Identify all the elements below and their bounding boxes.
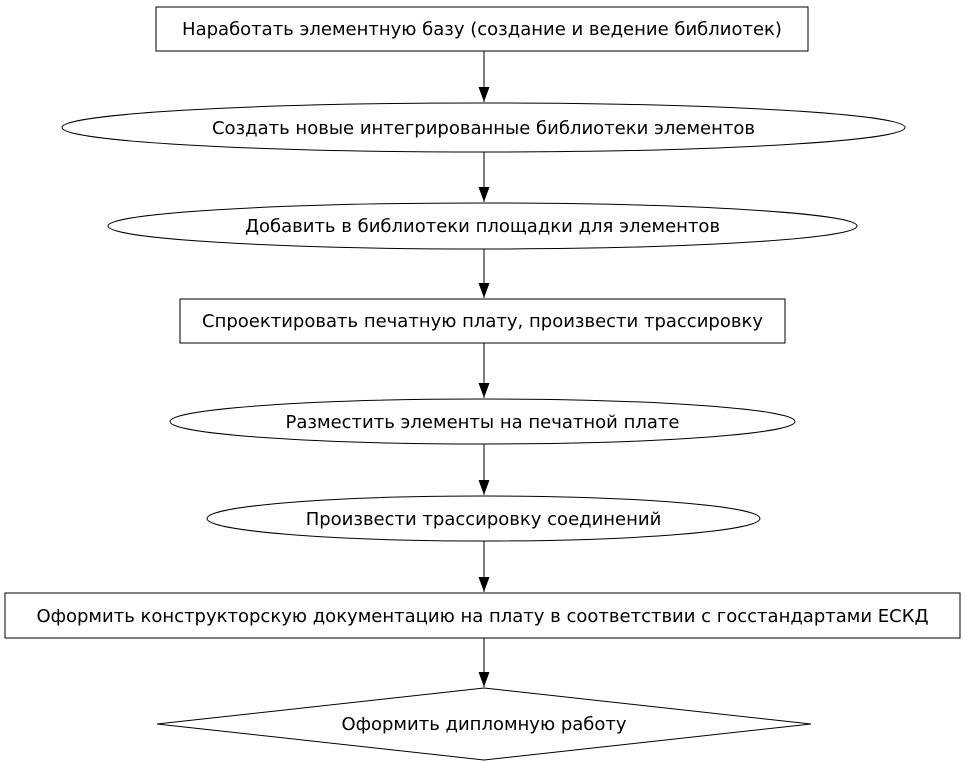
ellipse-shape: [107, 202, 858, 250]
node-complete-thesis: Оформить дипломную работу: [156, 687, 812, 761]
rectangle-shape: [155, 6, 809, 52]
node-place-elements: Разместить элементы на печатной плате: [169, 398, 796, 445]
node-label: Спроектировать печатную плату, произвест…: [202, 311, 763, 332]
node-label: Разместить элементы на печатной плате: [286, 412, 680, 433]
rectangle-shape: [4, 592, 961, 639]
diamond-shape: [156, 687, 812, 761]
node-elaborate-element-base: Наработать элементную базу (создание и в…: [155, 6, 809, 52]
node-label: Оформить конструкторскую документацию на…: [36, 606, 928, 627]
node-label: Оформить дипломную работу: [341, 714, 626, 735]
node-create-libraries: Создать новые интегрированные библиотеки…: [61, 102, 906, 153]
node-prepare-documentation: Оформить конструкторскую документацию на…: [4, 592, 961, 639]
node-design-pcb: Спроектировать печатную плату, произвест…: [179, 298, 786, 344]
ellipse-shape: [61, 102, 906, 153]
node-label: Добавить в библиотеки площадки для элеме…: [245, 216, 720, 237]
node-add-footprints: Добавить в библиотеки площадки для элеме…: [107, 202, 858, 250]
node-label: Наработать элементную базу (создание и в…: [182, 19, 782, 40]
rectangle-shape: [179, 298, 786, 344]
node-label: Создать новые интегрированные библиотеки…: [212, 118, 755, 139]
ellipse-shape: [206, 495, 761, 542]
node-route-connections: Произвести трассировку соединений: [206, 495, 761, 542]
node-label: Произвести трассировку соединений: [306, 509, 662, 530]
ellipse-shape: [169, 398, 796, 445]
